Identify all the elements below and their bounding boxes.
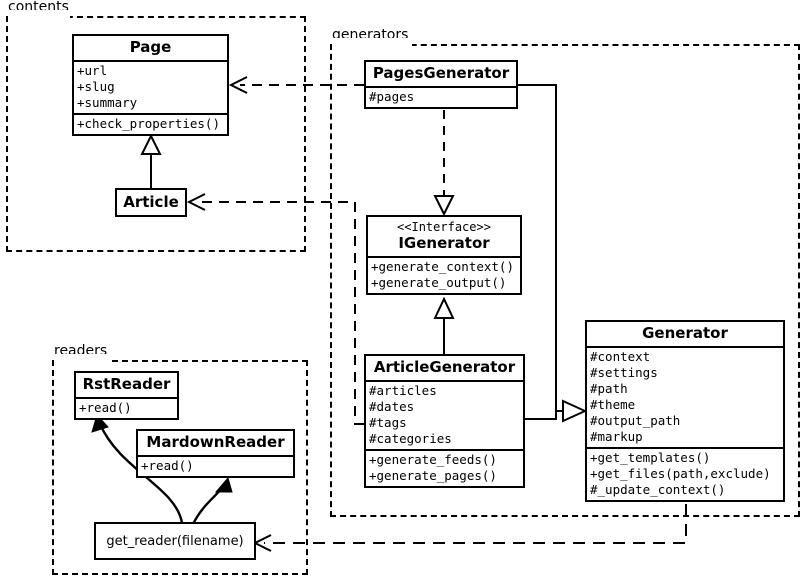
class-rstreader[interactable]: RstReader +read() [74, 371, 179, 420]
class-article-title: Article [123, 193, 179, 211]
class-page[interactable]: Page +url +slug +summary +check_properti… [72, 34, 229, 136]
attribute-row: #markup [590, 429, 643, 444]
attribute-row: +summary [77, 95, 138, 110]
attribute-row: +url [77, 63, 108, 78]
attribute-row: #dates [369, 399, 415, 414]
attribute-row: #context [590, 349, 651, 364]
class-igenerator-stereotype: <<Interface>> [397, 220, 491, 234]
operation-row: +get_templates() [590, 450, 711, 465]
operation-row: +generate_feeds() [369, 452, 497, 467]
class-igenerator-operations: +generate_context() +generate_output() [368, 256, 520, 293]
class-pagesgenerator[interactable]: PagesGenerator #pages [364, 60, 518, 109]
operation-row: +read() [141, 458, 194, 473]
operation-row: #_update_context() [590, 482, 726, 497]
class-rstreader-operations: +read() [76, 397, 177, 418]
class-mardownreader-title: MardownReader [146, 433, 285, 451]
class-generator-title: Generator [642, 324, 728, 342]
class-mardownreader[interactable]: MardownReader +read() [136, 429, 295, 478]
class-articlegenerator-title: ArticleGenerator [373, 358, 516, 376]
operation-row: +check_properties() [77, 116, 220, 131]
class-articlegenerator[interactable]: ArticleGenerator #articles #dates #tags … [364, 354, 525, 488]
package-readers [52, 360, 308, 575]
class-page-attributes: +url +slug +summary [74, 60, 227, 113]
package-generators-label-notch [332, 38, 412, 49]
operation-row: +generate_output() [371, 275, 507, 290]
attribute-row: #tags [369, 415, 407, 430]
attribute-row: #articles [369, 383, 437, 398]
package-readers-label-notch [54, 354, 110, 365]
class-generator-operations: +get_templates() +get_files(path,exclude… [587, 447, 783, 500]
class-page-operations: +check_properties() [74, 113, 227, 134]
function-get-reader-label: get_reader(filename) [106, 533, 244, 549]
attribute-row: #pages [369, 89, 415, 104]
class-pagesgenerator-title: PagesGenerator [372, 64, 510, 82]
class-page-title: Page [129, 38, 172, 56]
operation-row: +get_files(path,exclude) [590, 466, 771, 481]
operation-row: +generate_context() [371, 259, 514, 274]
operation-row: +read() [79, 400, 132, 415]
class-generator-attributes: #context #settings #path #theme #output_… [587, 346, 783, 447]
class-mardownreader-operations: +read() [138, 455, 293, 476]
class-igenerator-title: IGenerator [398, 234, 490, 252]
class-pagesgenerator-attributes: #pages [366, 86, 516, 107]
attribute-row: #output_path [590, 413, 681, 428]
package-contents-label-notch [8, 10, 70, 21]
class-rstreader-title: RstReader [82, 375, 171, 393]
class-igenerator[interactable]: <<Interface>> IGenerator +generate_conte… [366, 215, 522, 295]
attribute-row: #path [590, 381, 628, 396]
class-article[interactable]: Article [115, 188, 187, 217]
class-articlegenerator-attributes: #articles #dates #tags #categories [366, 380, 523, 449]
package-contents [6, 16, 306, 252]
class-generator[interactable]: Generator #context #settings #path #them… [585, 320, 785, 502]
attribute-row: +slug [77, 79, 115, 94]
function-get-reader[interactable]: get_reader(filename) [94, 522, 256, 560]
operation-row: +generate_pages() [369, 468, 497, 483]
attribute-row: #categories [369, 431, 452, 446]
class-articlegenerator-operations: +generate_feeds() +generate_pages() [366, 449, 523, 486]
attribute-row: #theme [590, 397, 636, 412]
attribute-row: #settings [590, 365, 658, 380]
